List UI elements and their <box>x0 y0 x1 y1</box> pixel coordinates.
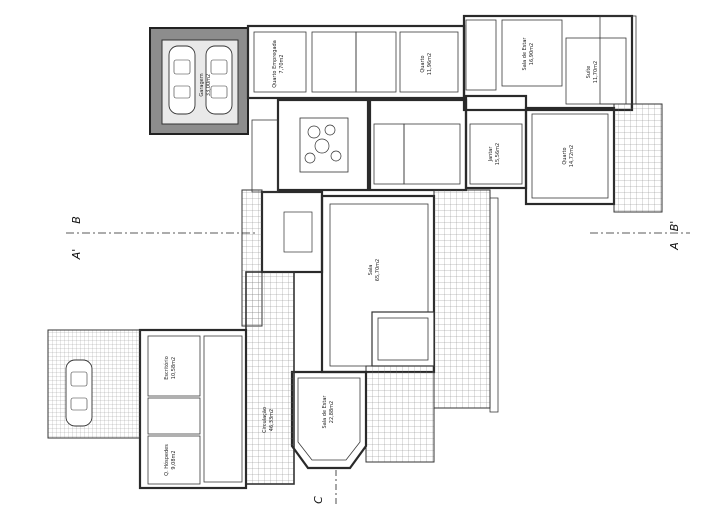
car-icon <box>205 45 233 115</box>
courtyard: Jantar 15,56m2 <box>276 94 528 192</box>
jantar-label: Jantar <box>488 146 494 163</box>
section-lines <box>66 232 690 506</box>
quarto-empregada-label: Quarto Empregada <box>272 40 278 88</box>
sala-estar-bottom-area: 22,88m2 <box>329 401 335 423</box>
section-marker-a: A <box>668 242 681 251</box>
section-marker-b-prime: B' <box>668 221 681 232</box>
quarto-label: Quarto <box>420 55 426 72</box>
main-living: Sala 65,70m2 <box>260 189 499 463</box>
bathroom-block <box>355 31 397 93</box>
sala-label: Sala <box>368 265 374 276</box>
escritorio-label: Escritório <box>163 356 170 379</box>
west-wing: Escritório 10,58m2 Q. Hóspedes 9,08m2 <box>138 328 248 490</box>
hospedes-area: 9,08m2 <box>171 450 177 469</box>
north-wing: Quarto Empregada 7,70m2 Quarto 11,96m2 S… <box>246 14 634 112</box>
circulation: Circulação 46,33m2 <box>241 119 295 485</box>
quarto-empregada-area: 7,70m2 <box>279 54 285 73</box>
section-marker-a-prime: A' <box>70 249 83 261</box>
car-icon <box>168 45 196 115</box>
circulacao-label: Circulação <box>262 407 268 433</box>
hospedes-label: Q. Hóspedes <box>163 444 170 476</box>
suite-label: Suíte <box>585 66 592 79</box>
sala-area: 65,70m2 <box>375 259 381 281</box>
section-marker-c: C <box>312 496 325 504</box>
garage-block: Garagem 33,00m2 <box>149 27 249 135</box>
garage-label: Garagem <box>199 73 205 96</box>
sala-estar-top-label: Sala de Estar <box>522 37 528 71</box>
bathroom-block <box>311 31 357 93</box>
section-marker-b: B <box>70 216 83 224</box>
quarto-2-label: Quarto <box>562 147 568 164</box>
quarto-2-area: 14,72m2 <box>569 145 575 167</box>
circulacao-area: 46,33m2 <box>269 409 275 431</box>
quarto-area: 11,96m2 <box>427 53 433 75</box>
south-living: Sala de Estar 22,88m2 <box>290 370 368 470</box>
east-bedroom: Quarto 14,72m2 <box>524 15 663 213</box>
car-icon <box>65 359 93 427</box>
sala-estar-top-area: 16,90m2 <box>529 43 535 65</box>
suite-area: 11,70m2 <box>593 61 599 83</box>
escritorio-area: 10,58m2 <box>171 357 177 379</box>
plant-icon <box>304 124 342 164</box>
carport <box>47 329 141 439</box>
jantar-area: 15,56m2 <box>495 143 501 165</box>
garage-area: 33,00m2 <box>206 74 212 96</box>
sala-estar-bottom-label: Sala de Estar <box>322 395 328 429</box>
